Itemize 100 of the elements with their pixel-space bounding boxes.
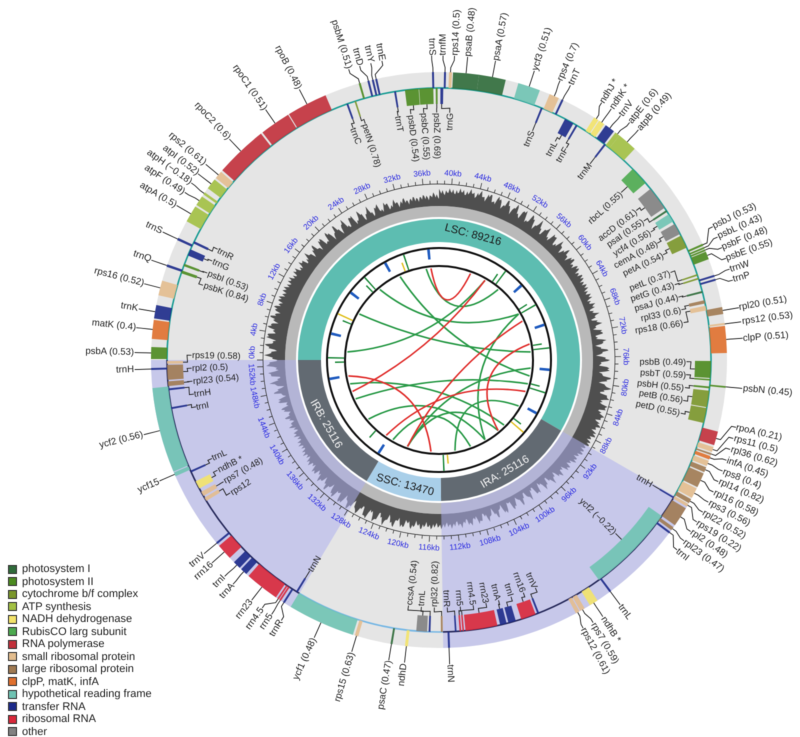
gene-label: psbC (0.55) <box>418 113 432 161</box>
leader-line <box>204 542 218 554</box>
legend-label: large ribosomal protein <box>22 663 134 675</box>
gene-block <box>694 378 710 381</box>
leader-line <box>674 282 684 286</box>
leader-line <box>528 70 535 87</box>
legend-label: small ribosomal protein <box>22 650 136 662</box>
leader-line <box>716 426 736 440</box>
gene-label: ycf2 (0.56) <box>98 429 145 452</box>
leader-line <box>351 636 357 652</box>
gene-block <box>177 238 193 247</box>
gene-block <box>171 404 188 410</box>
gene-label: trnH <box>194 386 212 399</box>
gene-block <box>203 192 218 204</box>
gene-label: trnK <box>120 300 140 314</box>
gene-block <box>596 125 614 144</box>
leader-line <box>450 55 455 73</box>
gene-label: rps14 (0.5) <box>449 9 462 56</box>
scale-label: 8kb <box>255 292 268 308</box>
legend-label: photosystem II <box>22 576 94 588</box>
gene-block <box>193 241 209 250</box>
leader-line <box>359 66 369 82</box>
gene-block <box>582 587 598 606</box>
gene-block <box>201 484 218 496</box>
leader-line <box>714 268 730 276</box>
leader-line <box>593 602 604 618</box>
gene-block <box>184 264 200 272</box>
leader-line <box>690 500 704 513</box>
leader-line <box>601 108 612 123</box>
leader-line <box>186 404 196 408</box>
gene-block <box>590 120 604 138</box>
gene-block <box>241 558 257 574</box>
gene-label: trnP <box>732 270 752 286</box>
gene-block <box>196 196 216 214</box>
leader-line <box>582 609 594 624</box>
leader-line <box>478 602 488 614</box>
gene-block <box>688 300 706 307</box>
gene-block <box>694 450 710 460</box>
leader-line <box>466 56 468 74</box>
gene-label: rpl32 (0.82) <box>429 560 440 608</box>
leader-line <box>617 122 630 134</box>
gene-block <box>675 491 692 504</box>
leader-line <box>726 338 744 340</box>
gene-label: ndhD <box>396 662 410 686</box>
gene-label: rrn4.5 <box>464 580 478 606</box>
gene-block <box>216 172 234 188</box>
gene-block <box>656 522 670 534</box>
scale-label: 96kb <box>560 486 579 504</box>
gene-block <box>436 88 438 104</box>
scale-label: 48kb <box>502 180 522 195</box>
gene-block <box>696 442 714 452</box>
leader-line <box>724 321 742 324</box>
leader-line <box>492 60 496 78</box>
leader-line <box>554 80 560 97</box>
gene-label: trnS <box>521 129 537 148</box>
gene-block <box>288 95 332 128</box>
leader-line <box>143 430 160 436</box>
leader-line <box>212 552 225 564</box>
legend-label: hypothetical reading frame <box>22 688 152 700</box>
legend-label: NADH dehydrogenase <box>22 613 132 625</box>
gene-label: psbT (0.59) <box>639 366 686 380</box>
gene-label: trnL <box>543 140 560 158</box>
leader-line <box>577 612 584 629</box>
gene-label: trnA <box>490 582 504 601</box>
gene-block <box>216 532 230 544</box>
leader-line <box>532 122 536 132</box>
leader-line <box>251 586 262 601</box>
leader-line <box>232 571 244 585</box>
gene-block <box>692 455 709 466</box>
scale-label: 152kb <box>246 364 258 386</box>
gene-label: rps16 (0.52) <box>92 265 146 289</box>
gene-block <box>464 610 498 631</box>
region-label: SSC: 13470 <box>375 472 436 499</box>
leader-line <box>684 384 694 389</box>
gene-block <box>690 249 706 257</box>
scale-label: 36kb <box>412 168 431 179</box>
gene-block <box>354 100 361 117</box>
gene-block <box>452 72 480 91</box>
gene-block <box>151 346 168 360</box>
leader-line <box>442 55 446 72</box>
gene-block <box>440 88 444 104</box>
leader-line <box>348 68 360 84</box>
gene-label: trnS <box>144 220 165 237</box>
gene-block <box>700 278 716 286</box>
leader-line <box>298 89 308 104</box>
gene-block <box>166 264 182 272</box>
gene-label: trnH <box>634 472 655 490</box>
gene-label: trnfM <box>438 33 449 56</box>
gene-block <box>691 388 710 408</box>
gene-block <box>394 91 398 108</box>
gene-block <box>346 104 354 120</box>
gene-block <box>444 72 446 88</box>
leader-line <box>446 606 456 616</box>
gene-label: rpl23 (0.54) <box>192 372 240 386</box>
gene-label: psbD (0.54) <box>406 114 422 162</box>
gene-label: clpP (0.51) <box>742 329 790 344</box>
leader-line <box>680 516 692 532</box>
leader-line <box>672 528 684 542</box>
gene-label: trnH <box>116 364 134 376</box>
leader-line <box>702 226 714 246</box>
